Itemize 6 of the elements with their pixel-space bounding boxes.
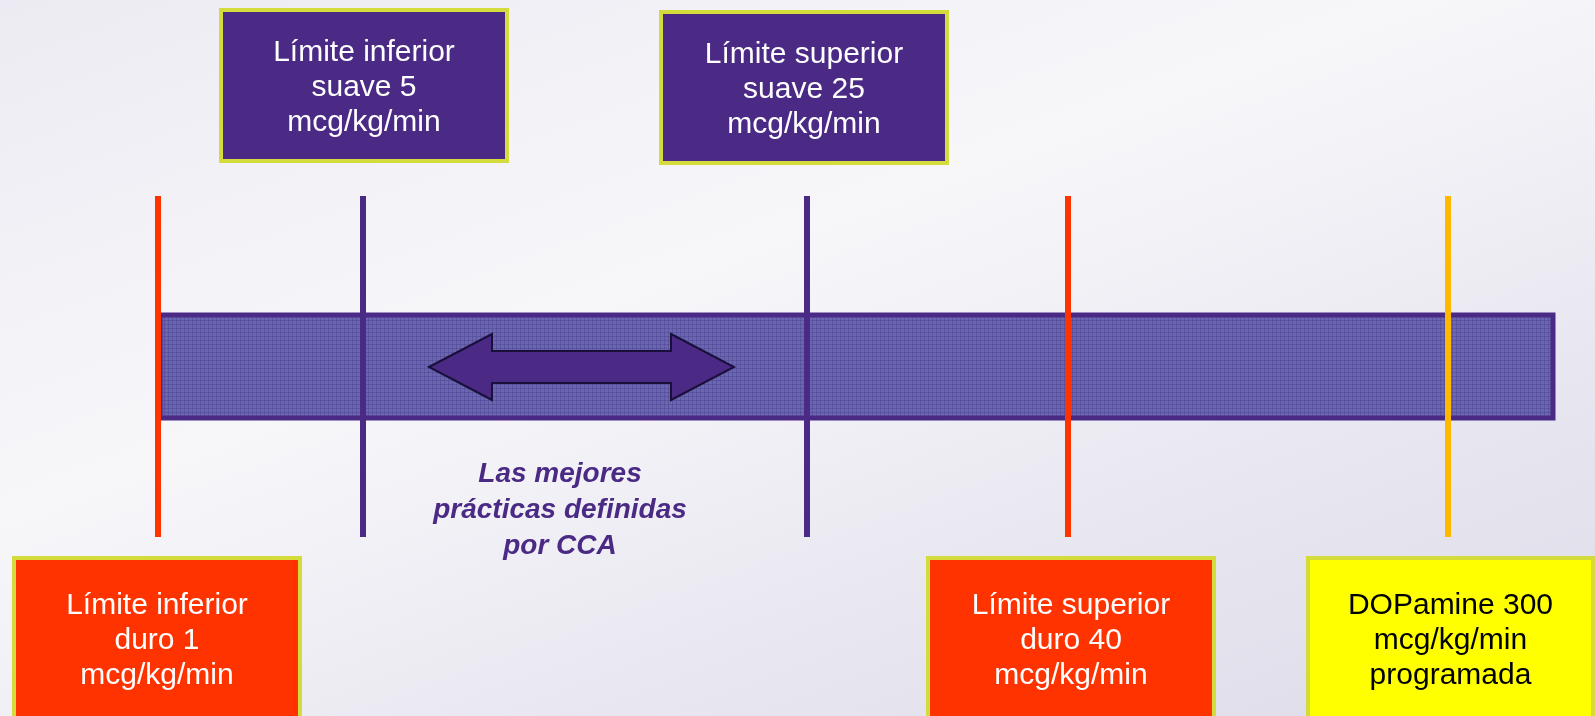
limit-box: Límite inferior suave 5 mcg/kg/min <box>219 8 509 163</box>
limit-box: DOPamine 300 mcg/kg/min programada <box>1306 556 1595 716</box>
limit-box: Límite inferior duro 1 mcg/kg/min <box>12 556 302 716</box>
annotation-text: Las mejores prácticas definidas por CCA <box>431 456 688 562</box>
limit-box: Límite superior suave 25 mcg/kg/min <box>659 10 949 165</box>
limit-box: Límite superior duro 40 mcg/kg/min <box>926 556 1216 716</box>
